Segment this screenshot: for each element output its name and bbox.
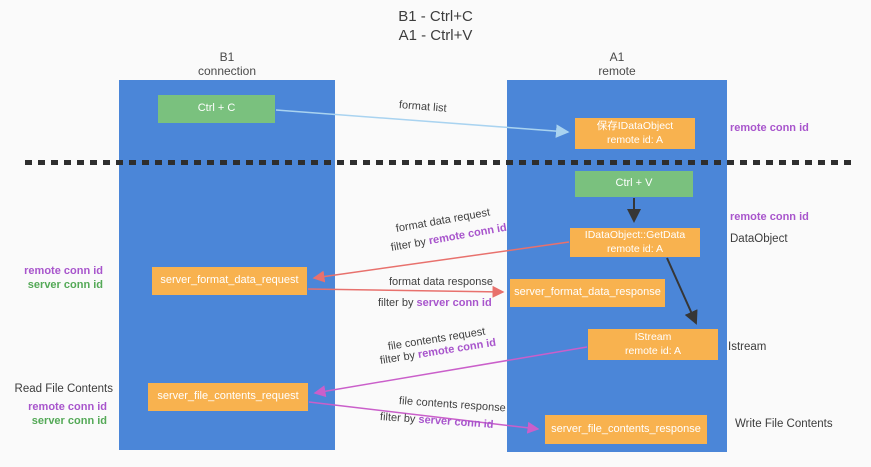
node-idataobject-getdata-line2: remote id: A	[606, 242, 664, 255]
node-ctrl-c-label: Ctrl + C	[197, 102, 236, 115]
node-save-idataobject-line2: remote id: A	[606, 133, 664, 146]
node-istream-line2: remote id: A	[624, 344, 682, 357]
diagram-title-line1: B1 - Ctrl+C	[398, 8, 473, 25]
node-save-idataobject-line1: 保存IDataObject	[596, 120, 674, 133]
lane-header-b1: B1 connection	[119, 50, 335, 78]
node-server-format-data-response-label: server_format_data_response	[514, 286, 661, 299]
node-istream: IStream remote id: A	[588, 329, 718, 360]
node-ctrl-v: Ctrl + V	[575, 171, 693, 197]
server-conn-id-text: server conn id	[418, 413, 494, 431]
edge-label-format-data-response: format data response	[389, 276, 493, 288]
node-server-file-contents-request: server_file_contents_request	[148, 383, 308, 411]
node-server-format-data-request: server_format_data_request	[152, 267, 307, 295]
node-server-format-data-request-label: server_format_data_request	[160, 274, 299, 287]
copy-paste-divider-dashed-line	[25, 160, 853, 165]
diagram-title: B1 - Ctrl+C A1 - Ctrl+V	[0, 7, 871, 45]
node-server-format-data-response: server_format_data_response	[510, 279, 665, 307]
annotation-write-file-contents: Write File Contents	[735, 418, 833, 430]
annotation-server-conn-id-left-1: server conn id	[27, 279, 103, 291]
diagram-title-line2: A1 - Ctrl+V	[398, 27, 473, 45]
annotation-read-file-contents: Read File Contents	[14, 383, 113, 395]
lane-b1-subtitle: connection	[197, 64, 257, 79]
filter-by-text: filter by	[379, 349, 419, 367]
annotation-remote-conn-id-left-2: remote conn id	[28, 401, 107, 413]
filter-by-text: filter by	[379, 411, 419, 426]
edge-label-format-list: format list	[398, 99, 448, 115]
node-ctrl-c: Ctrl + C	[158, 95, 275, 123]
node-save-idataobject: 保存IDataObject remote id: A	[575, 118, 695, 149]
node-ctrl-v-label: Ctrl + V	[615, 177, 653, 190]
node-server-file-contents-request-label: server_file_contents_request	[157, 390, 299, 403]
node-idataobject-getdata-line1: IDataObject::GetData	[584, 229, 686, 242]
lane-a1-subtitle: remote	[598, 64, 636, 79]
edge-label-file-contents-response: file contents response	[398, 395, 507, 415]
node-server-file-contents-response: server_file_contents_response	[545, 415, 707, 444]
node-server-file-contents-response-label: server_file_contents_response	[551, 422, 701, 435]
node-istream-line1: IStream	[634, 331, 672, 344]
annotation-server-conn-id-left-2: server conn id	[31, 415, 107, 427]
lane-b1-title: B1	[219, 50, 235, 64]
lane-a1-title: A1	[609, 50, 625, 64]
annotation-remote-conn-id-right-mid: remote conn id	[730, 211, 809, 223]
node-idataobject-getdata: IDataObject::GetData remote id: A	[570, 228, 700, 257]
lane-header-a1: A1 remote	[507, 50, 727, 78]
edge-label-filter-by-server-conn-id-2: filter by server conn id	[380, 411, 494, 431]
arrow-format-data-response	[307, 285, 505, 298]
filter-by-text: filter by	[378, 297, 417, 309]
edge-label-filter-by-server-conn-id-1: filter by server conn id	[378, 297, 492, 309]
annotation-istream: Istream	[728, 341, 767, 353]
annotation-dataobject: DataObject	[730, 233, 788, 245]
annotation-remote-conn-id-left-1: remote conn id	[24, 265, 103, 277]
annotation-remote-conn-id-right-top: remote conn id	[730, 122, 809, 134]
filter-by-text: filter by	[389, 235, 430, 254]
server-conn-id-text: server conn id	[416, 297, 492, 309]
